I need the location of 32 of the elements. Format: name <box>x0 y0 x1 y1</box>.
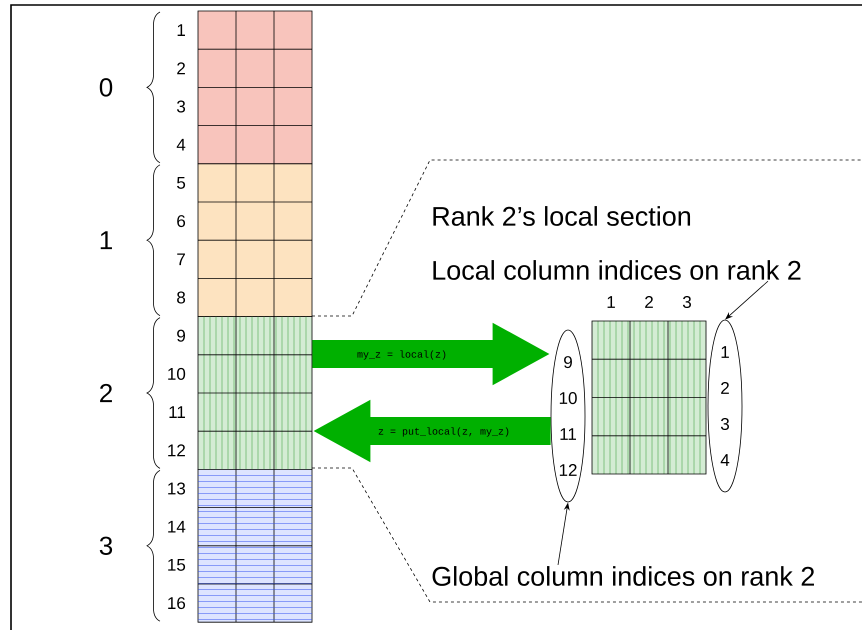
matrix-block <box>198 469 312 623</box>
row-number: 6 <box>177 215 186 228</box>
annotation-text: Local column indices on rank 2 <box>433 260 800 280</box>
row-number: 5 <box>177 176 186 189</box>
row-number: 15 <box>168 558 186 571</box>
edge-label: my_z = local(z) <box>356 349 448 361</box>
column-number: 3 <box>682 296 691 308</box>
matrix-block <box>198 10 312 164</box>
rank-number: 1 <box>100 231 112 250</box>
matrix-block <box>198 316 312 470</box>
row-number: 14 <box>168 520 186 533</box>
row-number: 9 <box>177 330 185 342</box>
row-number: 2 <box>177 62 185 74</box>
annotation-text: Global column indices on rank 2 <box>432 566 814 586</box>
column-number: 1 <box>608 296 615 308</box>
rank-number: 3 <box>100 536 112 555</box>
row-number: 12 <box>168 444 185 456</box>
section-title: Rank 2’s local section <box>433 206 690 226</box>
row-number: 3 <box>177 100 186 113</box>
row-number: 7 <box>177 253 185 266</box>
row-number: 1 <box>178 24 185 36</box>
row-number: 16 <box>168 597 186 610</box>
row-number: 4 <box>176 138 186 151</box>
row-number: 11 <box>169 406 185 418</box>
rank-number: 0 <box>100 78 112 97</box>
column-number: 2 <box>645 296 653 308</box>
rank-number: 2 <box>100 384 112 402</box>
row-number: 8 <box>177 291 186 304</box>
row-number: 13 <box>168 482 186 495</box>
row-number: 10 <box>168 368 186 380</box>
edge-label: z = put_local(z, my_z) <box>377 426 512 438</box>
matrix-block <box>198 163 312 317</box>
